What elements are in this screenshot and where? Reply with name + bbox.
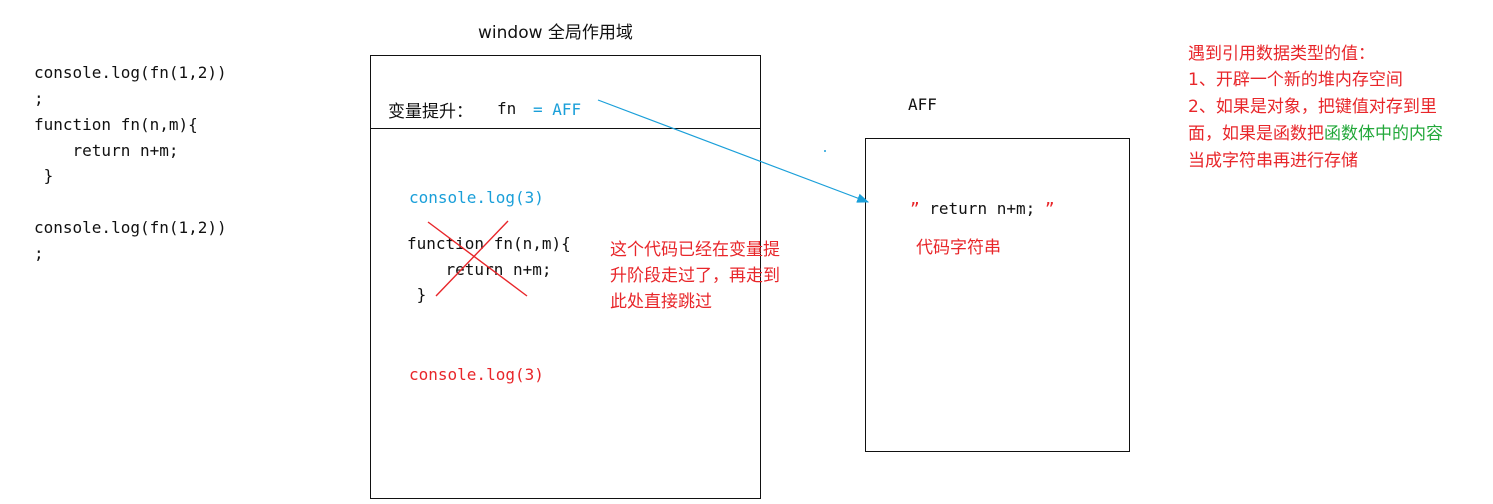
explanation-line: 面，如果是函数把函数体中的内容 xyxy=(1188,119,1443,144)
skip-note-line: 升阶段走过了，再走到 xyxy=(610,266,780,286)
window-scope-title: window 全局作用域 xyxy=(478,23,633,43)
code-line: console.log(fn(1,2)) xyxy=(34,63,227,82)
code-line: function fn(n,m){ xyxy=(34,115,198,134)
explanation-highlight: 函数体中的内容 xyxy=(1324,124,1443,144)
heap-box xyxy=(865,138,1130,452)
explanation-line: 当成字符串再进行存储 xyxy=(1188,151,1358,171)
function-line: function fn(n,m){ xyxy=(407,234,571,253)
explanation-line3-prefix: 面，如果是函数把 xyxy=(1188,124,1324,144)
code-line: ; xyxy=(34,244,44,263)
function-line: } xyxy=(407,285,427,304)
skip-note-line: 这个代码已经在变量提 xyxy=(610,240,780,260)
code-line: return n+m; xyxy=(34,141,179,160)
code-line: console.log(fn(1,2)) xyxy=(34,218,227,237)
hoist-value: = AFF xyxy=(533,100,582,119)
explanation-title: 遇到引用数据类型的值： xyxy=(1188,44,1375,64)
code-line: ; xyxy=(34,89,44,108)
hoist-divider xyxy=(370,128,761,129)
heap-address: AFF xyxy=(908,95,937,114)
stray-dot xyxy=(824,150,826,152)
close-quote: ” xyxy=(1044,199,1055,218)
hoist-label: 变量提升： xyxy=(388,102,473,122)
open-quote: ” xyxy=(910,199,920,218)
explanation-line: 1、开辟一个新的堆内存空间 xyxy=(1188,70,1403,90)
console-statement-1: console.log(3) xyxy=(409,188,544,207)
heap-code: return n+m; xyxy=(919,199,1045,218)
skip-note-line: 此处直接跳过 xyxy=(610,292,712,312)
console-statement-2: console.log(3) xyxy=(409,365,544,384)
code-line: } xyxy=(34,166,54,185)
heap-content: ” return n+m; ” xyxy=(910,199,1055,218)
explanation-line: 2、如果是对象，把键值对存到里 xyxy=(1188,97,1437,117)
hoist-variable: fn xyxy=(497,99,517,118)
heap-content-label: 代码字符串 xyxy=(916,238,1001,258)
function-line: return n+m; xyxy=(407,260,552,279)
window-scope-box xyxy=(370,55,761,499)
